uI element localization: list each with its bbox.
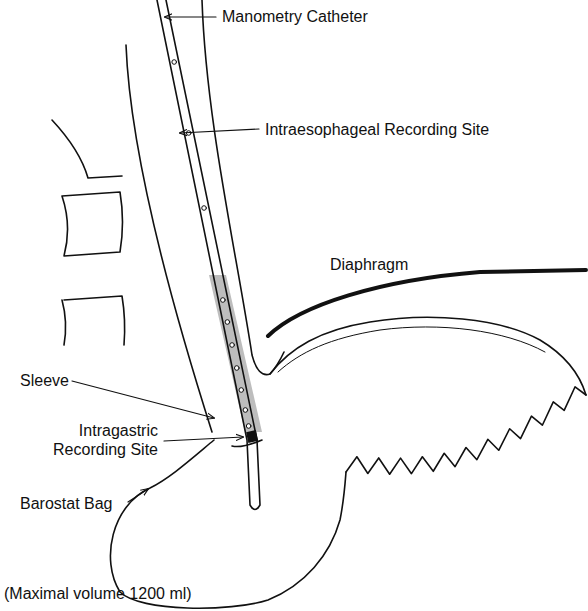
diaphragm-line — [268, 270, 586, 336]
leader-arrow — [128, 489, 148, 502]
stomach-outline — [270, 317, 586, 395]
recording-hole — [246, 424, 251, 429]
rugae-line — [346, 387, 586, 474]
leader-arrow — [164, 437, 243, 441]
recording-hole — [221, 298, 226, 303]
barostat-bag — [110, 440, 346, 608]
recording-site-label: Intraesophageal Recording Site — [265, 120, 489, 139]
recording-hole — [225, 320, 230, 325]
intragastric-site — [246, 430, 258, 443]
recording-site-label: Intragastric Recording Site — [14, 421, 158, 459]
diaphragm-label: Diaphragm — [330, 255, 408, 274]
vertebra-body — [62, 300, 66, 345]
stomach-outline — [278, 327, 545, 372]
vertebra-body — [62, 192, 123, 256]
recording-hole — [243, 408, 248, 413]
catheter-label: Manometry Catheter — [222, 7, 368, 26]
vertebra-outline — [52, 120, 122, 178]
esophagus-wall — [126, 45, 212, 432]
recording-holes — [172, 60, 251, 429]
bag-label: Barostat Bag — [20, 494, 113, 513]
recording-hole — [202, 206, 207, 211]
sleeve-label: Sleeve — [20, 371, 69, 390]
manometry-catheter — [157, 0, 260, 510]
leader-arrow — [180, 129, 259, 133]
recording-hole — [230, 343, 235, 348]
recording-hole — [239, 388, 244, 393]
recording-hole — [234, 366, 239, 371]
sleeve-band — [209, 275, 262, 432]
recording-hole — [172, 60, 177, 65]
leader-arrow — [72, 381, 214, 418]
vertebra-body — [64, 296, 125, 345]
volume-note: (Maximal volume 1200 ml) — [4, 584, 192, 603]
leader-arrow — [165, 16, 216, 17]
gastric-rugae — [346, 387, 586, 474]
esophagus-wall — [202, 0, 284, 375]
